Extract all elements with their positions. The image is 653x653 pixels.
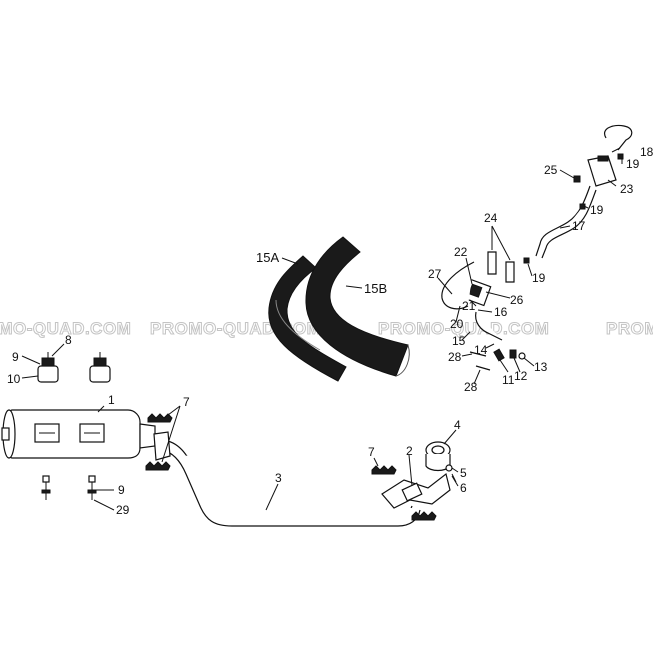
watermark-text: PROMO-QUAD.COM: [378, 319, 549, 338]
air-injection-assembly: [441, 124, 633, 371]
callout-label: 8: [65, 333, 72, 347]
callout-label: 2: [406, 444, 413, 458]
callout-label: 15B: [364, 281, 387, 296]
callout-label: 29: [116, 503, 130, 517]
callout-label: 20: [450, 317, 464, 331]
callout-label: 17: [572, 219, 586, 233]
callout-label: 3: [275, 471, 282, 485]
callout-label: 27: [428, 267, 442, 281]
callout-label: 15A: [256, 250, 279, 265]
callout-label: 21: [462, 299, 476, 313]
callout-label: 22: [454, 245, 468, 259]
callout-label: 9: [12, 350, 19, 364]
rubber-mount-right: [89, 352, 111, 383]
callout-label: 5: [460, 466, 467, 480]
callout-label: 13: [534, 360, 548, 374]
callout-label: 4: [454, 418, 461, 432]
rubber-mount-left: [37, 352, 59, 383]
watermark-text: PROMO-QUAD.COM: [0, 319, 131, 338]
hose-15b: [305, 236, 410, 377]
callout-label: 28: [464, 380, 478, 394]
callout-label: 15: [452, 334, 466, 348]
hose-15a: [268, 255, 347, 382]
header-flange: [381, 441, 457, 509]
callout-label: 19: [532, 271, 546, 285]
callout-label: 26: [510, 293, 524, 307]
bolt-left: [41, 475, 51, 500]
exhaust-pipe: [153, 431, 421, 527]
callout-label: 23: [620, 182, 634, 196]
callout-label: 6: [460, 481, 467, 495]
callout-label: 19: [626, 157, 640, 171]
watermark-row: PROMO-QUAD.COM PROMO-QUAD.COM PROMO-QUAD…: [0, 319, 653, 339]
callout-label: 11: [502, 373, 515, 387]
watermark-text: PROMO-QUAD.COM: [606, 319, 653, 338]
callout-labels: 1 2 3 4 5 6 7 7 8 9 9 10 11 12 13 14 15 …: [7, 145, 653, 517]
bolt-right: [87, 475, 97, 500]
callout-label: 1: [108, 393, 115, 407]
callout-label: 25: [544, 163, 558, 177]
callout-label: 9: [118, 483, 125, 497]
callout-label: 19: [590, 203, 604, 217]
callout-label: 24: [484, 211, 498, 225]
callout-label: 16: [494, 305, 508, 319]
callout-label: 7: [183, 395, 190, 409]
callout-label: 7: [368, 445, 375, 459]
callout-label: 18: [640, 145, 653, 159]
callout-label: 28: [448, 350, 462, 364]
callout-label: 14: [474, 343, 488, 357]
callout-label: 10: [7, 372, 21, 386]
muffler: [1, 409, 156, 459]
callout-label: 12: [514, 369, 528, 383]
leader-lines: [21, 147, 623, 511]
